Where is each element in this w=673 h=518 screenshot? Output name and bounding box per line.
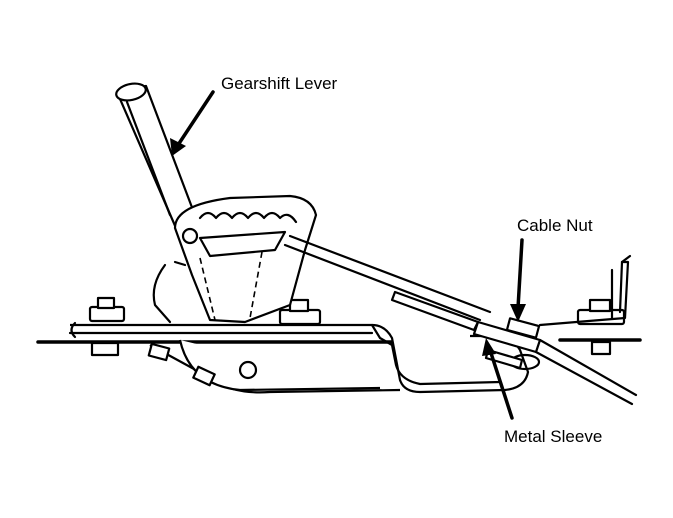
bolt-left bbox=[88, 296, 126, 357]
metal-sleeve-arrow bbox=[482, 338, 514, 420]
metal-sleeve-label: Metal Sleeve bbox=[504, 427, 602, 446]
bolt-center bbox=[278, 298, 322, 326]
floor-pan bbox=[36, 338, 642, 344]
gearshift-lever-label: Gearshift Lever bbox=[221, 74, 338, 93]
bolt-right bbox=[576, 298, 626, 356]
cable-nut-arrow bbox=[510, 238, 526, 322]
leader-arrows bbox=[170, 90, 526, 420]
selector-quadrant bbox=[152, 194, 318, 324]
gearshift-lever bbox=[115, 82, 198, 230]
cable-nut-label: Cable Nut bbox=[517, 216, 593, 235]
right-bracket bbox=[538, 254, 632, 327]
shifter-base-bracket bbox=[68, 321, 541, 394]
bolt-lower-left bbox=[147, 342, 216, 387]
shift-cable bbox=[283, 234, 638, 406]
gearshift-lever-arrow bbox=[170, 90, 215, 156]
